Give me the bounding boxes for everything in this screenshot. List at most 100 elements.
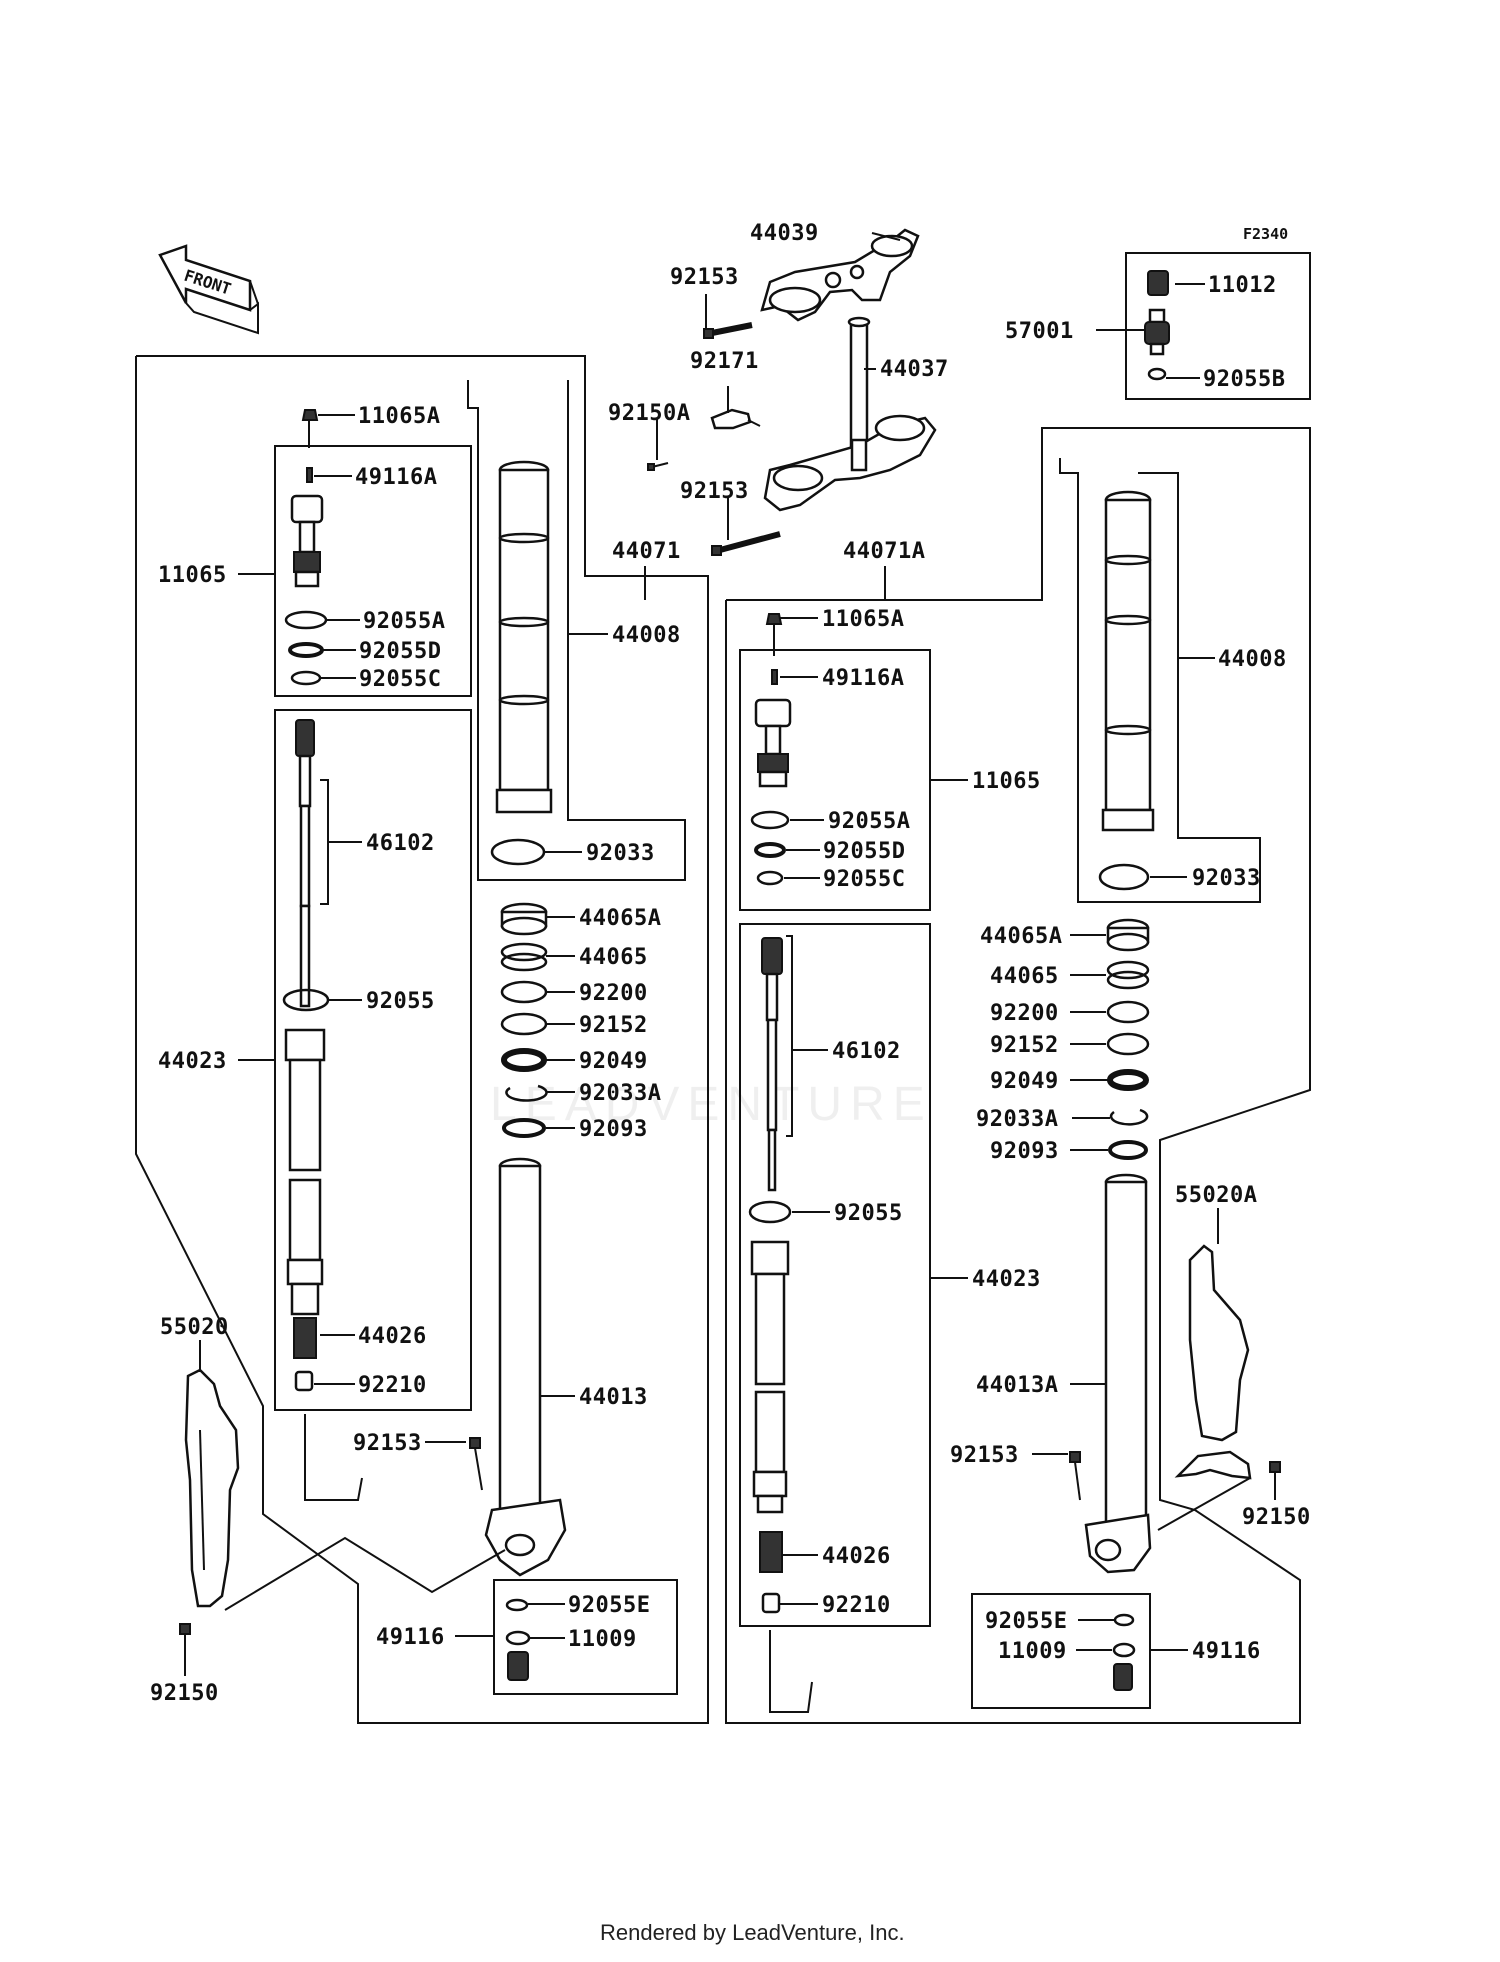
label-92055E-left: 92055E [568,1593,650,1618]
label-92055B: 92055B [1203,367,1285,392]
pin-49116A-left [306,467,313,483]
label-92055E-right: 92055E [985,1609,1067,1634]
label-92171: 92171 [690,349,759,374]
label-92055C-left: 92055C [359,667,441,692]
seal-92049-left [501,1048,547,1072]
label-46102-right: 46102 [832,1039,901,1064]
label-44065-right: 44065 [990,964,1059,989]
label-92033-left: 92033 [586,841,655,866]
left-44008-box [467,380,686,881]
label-44065A-right: 44065A [980,924,1062,949]
left-fork-outline [135,355,709,1724]
label-49116-left: 49116 [376,1625,445,1650]
oring-11009-right [1112,1642,1136,1658]
label-92210-right: 92210 [822,1593,891,1618]
valve-57001 [1144,308,1170,356]
label-92055-right: 92055 [834,1201,903,1226]
pin-49116A-right [771,669,778,685]
label-49116A-right: 49116A [822,666,904,691]
spring-44026-left [293,1317,317,1359]
label-11065A-right: 11065A [822,607,904,632]
cylinder-44023-left [284,1028,326,1316]
label-92055A-right: 92055A [828,809,910,834]
washer-92200-left [500,980,548,1004]
label-44026-left: 44026 [358,1324,427,1349]
bushing-44065A-left [500,902,548,936]
lower-bracket-44037 [763,414,937,512]
plug-11065A-left [301,409,319,421]
seal-92152-left [500,1012,548,1036]
oring-92055A-right [750,810,790,830]
label-44008-right: 44008 [1218,647,1287,672]
label-92152-left: 92152 [579,1013,648,1038]
label-92055A-left: 92055A [363,609,445,634]
washer-92200-right [1106,1000,1150,1024]
oring-92055C-left [290,670,322,686]
label-44013: 44013 [579,1385,648,1410]
inner-tube-44008-right [1101,490,1155,832]
label-92033A-left: 92033A [579,1081,661,1106]
oring-92055-right [748,1200,792,1224]
label-11065-left: 11065 [158,563,227,588]
cylinder-44023-right [750,1240,790,1514]
label-92049-right: 92049 [990,1069,1059,1094]
label-92093-left: 92093 [579,1117,648,1142]
label-49116-right: 49116 [1192,1639,1261,1664]
cap-92210-right [761,1592,781,1614]
oring-92033-left [490,838,546,866]
label-92055D-right: 92055D [823,839,905,864]
label-55020A: 55020A [1175,1183,1257,1208]
label-92200-right: 92200 [990,1001,1059,1026]
adjuster-11065-left [290,494,324,588]
seal-92093-left [502,1118,546,1138]
label-92150-left: 92150 [150,1681,219,1706]
clip-92033A-right [1109,1108,1149,1126]
label-57001: 57001 [1005,319,1074,344]
left-11065-box [274,445,472,697]
label-49116A-left: 49116A [355,465,437,490]
seal-92152-right [1106,1032,1150,1056]
bushing-44065-left [500,942,548,972]
plug-49116-right [1113,1663,1133,1691]
inset-box-57001 [1125,252,1311,400]
label-44065-left: 44065 [579,945,648,970]
adjuster-11065-right [754,698,792,788]
plug-49116-left [507,1651,529,1681]
label-92055-left: 92055 [366,989,435,1014]
label-44023-left: 44023 [158,1049,227,1074]
label-92153-left: 92153 [353,1431,422,1456]
oring-92055B [1147,367,1167,381]
oring-92033-right [1098,863,1150,891]
label-92093-right: 92093 [990,1139,1059,1164]
label-92210-left: 92210 [358,1373,427,1398]
label-92055D-left: 92055D [359,639,441,664]
label-44023-right: 44023 [972,1267,1041,1292]
bushing-44065-right [1106,960,1150,990]
label-92150-right: 92150 [1242,1505,1311,1530]
label-11065-right: 11065 [972,769,1041,794]
label-92150A: 92150A [608,401,690,426]
diagram-code: F2340 [1243,225,1288,243]
watermark: LEADVENTURE [490,1078,933,1131]
outer-tube-44013A-right [1084,1173,1152,1574]
outer-tube-44013-left [484,1157,567,1577]
label-11009-right: 11009 [998,1639,1067,1664]
label-92153-right: 92153 [950,1443,1019,1468]
upper-bracket-44039 [760,228,920,322]
oring-92055D-right [754,842,786,858]
screw-92150-left [179,1623,191,1635]
guard-55020A-right [1174,1244,1252,1480]
leader-lines [184,232,1276,1676]
label-92049-left: 92049 [579,1049,648,1074]
steering-stem-44037 [847,316,871,452]
label-92153-top: 92153 [670,265,739,290]
label-44037: 44037 [880,357,949,382]
right-fork-outline [725,427,1311,1724]
label-92200-left: 92200 [579,981,648,1006]
oring-92055E-left [505,1598,529,1612]
right-44008-box [1059,458,1261,903]
label-11009-left: 11009 [568,1627,637,1652]
label-92055C-right: 92055C [823,867,905,892]
label-92152-right: 92152 [990,1033,1059,1058]
bushing-44065A-right [1106,918,1150,952]
